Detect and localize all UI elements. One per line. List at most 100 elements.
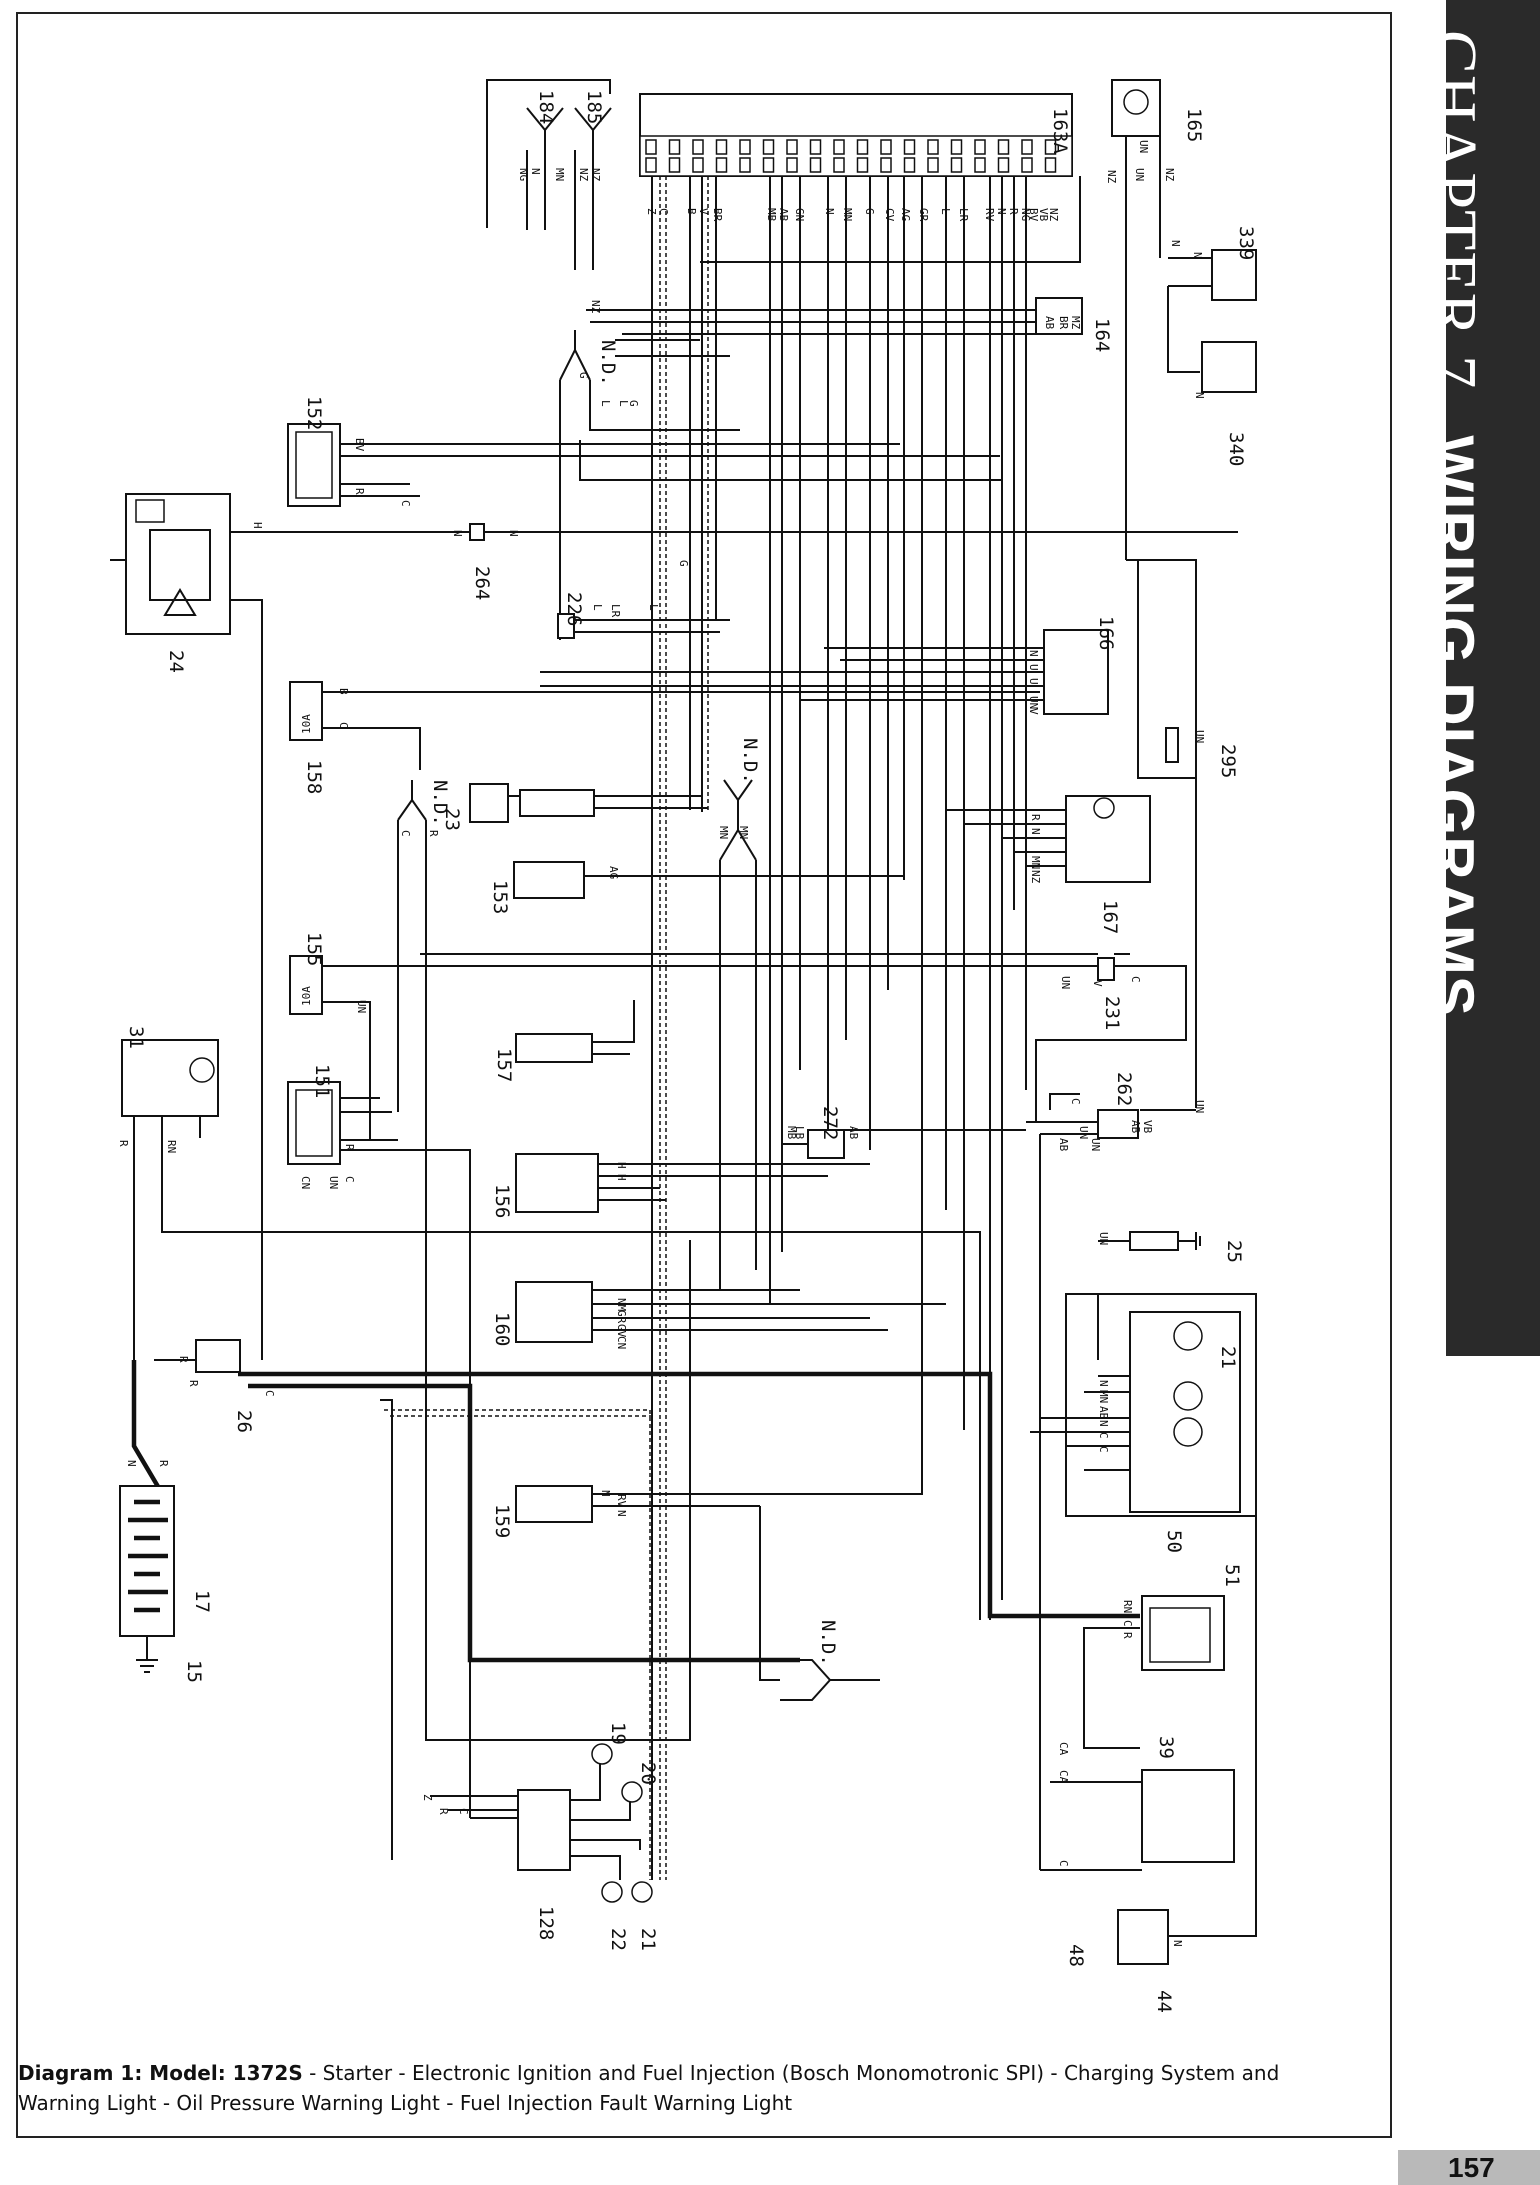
connector-185 xyxy=(574,107,612,270)
ecu-pin xyxy=(715,139,728,155)
wire-colour-code: B xyxy=(685,208,698,215)
page-frame xyxy=(16,12,1392,2138)
ecu-pin xyxy=(974,139,986,155)
wire-colour-code: NZ xyxy=(1105,170,1118,184)
component-label-31: 31 xyxy=(125,1026,147,1049)
component-label-160: 160 xyxy=(491,1312,513,1346)
wire-colour-code: L xyxy=(939,208,952,215)
relay-starter-block xyxy=(1083,1595,1225,1749)
ecu-pin xyxy=(1021,139,1033,155)
ecu-pin xyxy=(927,157,939,173)
ecu-pin xyxy=(739,139,751,155)
wire-colour-code: N xyxy=(1171,1940,1184,1947)
ecu-pin xyxy=(1021,157,1033,173)
unit-39 xyxy=(1039,1134,1235,1871)
wire-colour-code: R xyxy=(343,1144,356,1151)
ecu-pin xyxy=(739,157,751,173)
wire-colour-code: C xyxy=(1069,1098,1082,1105)
battery-17 xyxy=(119,1485,175,1673)
wire-colour-code: N xyxy=(599,1490,612,1497)
component-label-20: 20 xyxy=(637,1762,659,1785)
wire-colour-code: UN xyxy=(1193,1100,1206,1113)
wire-colour-code: CN xyxy=(615,1336,628,1349)
wire-colour-code: L xyxy=(591,604,604,611)
wire-colour-code: L xyxy=(617,400,630,407)
wire-colour-code: NZ xyxy=(577,168,590,182)
ecu-pin xyxy=(668,139,681,155)
ignition-module-128 xyxy=(430,1743,653,1903)
component-label-155: 155 xyxy=(303,932,325,966)
alternator-24 xyxy=(110,493,1238,1340)
wire-colour-code: UN xyxy=(1193,730,1206,743)
fuse-158-rating: 10A xyxy=(300,714,313,734)
ecu-pin xyxy=(762,157,775,173)
component-label-128: 128 xyxy=(535,1906,557,1940)
wire-colour-code: N xyxy=(1097,1420,1110,1427)
ecu-pin xyxy=(833,157,845,173)
wire-colour-code: LR xyxy=(957,208,970,222)
component-label-262: 262 xyxy=(1113,1072,1135,1106)
wire-colour-code: V xyxy=(1027,708,1040,715)
wire-colour-code: N xyxy=(1191,252,1204,259)
instrument-cluster-50 xyxy=(1030,1293,1257,1517)
wire-colour-code: C xyxy=(399,500,412,507)
ignition-coil-23 xyxy=(469,783,708,823)
note-not-fitted: N.D. xyxy=(739,738,761,784)
wire-colour-code: N xyxy=(125,1460,138,1467)
wire-colour-code: N xyxy=(451,530,464,537)
wire-colour-code: VB xyxy=(1037,208,1050,222)
wire-colour-code: R xyxy=(1007,208,1020,215)
component-label-158: 158 xyxy=(303,760,325,794)
wire-colour-code: CA xyxy=(1057,1742,1070,1756)
wire-colour-code: G xyxy=(677,560,690,567)
ground-25 xyxy=(1098,1231,1201,1251)
connector-226 xyxy=(557,613,730,639)
connector-164 xyxy=(586,297,1083,335)
wire-colour-code: R xyxy=(157,1460,170,1467)
wire-colour-code: BV xyxy=(353,438,366,452)
wire-colour-code: C xyxy=(1121,1620,1134,1627)
ecu-pin xyxy=(1044,157,1057,173)
wire-colour-code: NZ xyxy=(1163,168,1176,182)
component-label-39: 39 xyxy=(1155,1736,1177,1759)
wire-colour-code: U xyxy=(1027,678,1040,685)
wire-colour-code: N xyxy=(1027,650,1040,657)
ecu-pin xyxy=(833,139,845,155)
component-label-164: 164 xyxy=(1091,318,1113,352)
ignition-switch-26 xyxy=(131,1339,1140,1880)
wire-colour-code: MN xyxy=(553,168,566,181)
wire-colour-code: N xyxy=(507,530,520,537)
ecu-pin xyxy=(903,139,916,155)
wire-colour-code: H xyxy=(251,522,264,529)
component-label-152: 152 xyxy=(303,396,325,430)
idle-actuator-157 xyxy=(515,1000,635,1063)
wire-colour-code: NZ xyxy=(589,168,602,182)
component-label-50: 50 xyxy=(1163,1530,1185,1553)
component-label-156: 156 xyxy=(491,1184,513,1218)
wire-colour-code: R xyxy=(1029,814,1042,821)
wire-colour-code: MN xyxy=(1029,856,1042,869)
ecu-pin xyxy=(997,139,1010,155)
wire-colour-code: NZ xyxy=(1047,208,1060,222)
wire-colour-code: C xyxy=(263,1390,276,1397)
wire-colour-code: LB xyxy=(793,1126,806,1140)
ecu-pin xyxy=(786,139,798,155)
component-label-21a: 21 xyxy=(1217,1346,1239,1369)
component-label-26: 26 xyxy=(233,1410,255,1433)
wire-colour-code: G xyxy=(577,372,590,379)
component-label-15: 15 xyxy=(183,1660,205,1683)
sensor-156 xyxy=(515,1153,870,1213)
caption-title: Diagram 1: Model: 1372S xyxy=(18,2061,303,2085)
wire-colour-code: R xyxy=(353,488,366,495)
wire-colour-code: UN xyxy=(1133,168,1146,181)
wire-colour-code: MB xyxy=(785,1126,798,1140)
wire-colour-code: AB xyxy=(847,1126,860,1140)
component-label-19: 19 xyxy=(607,1722,629,1745)
starter-motor-31 xyxy=(121,1039,981,1620)
note-not-fitted: N.D. xyxy=(429,780,451,826)
ecu-pin xyxy=(997,157,1010,173)
wire-colour-code: U xyxy=(1027,664,1040,671)
connector-272 xyxy=(781,1129,1026,1159)
ecu-pin xyxy=(927,139,939,155)
